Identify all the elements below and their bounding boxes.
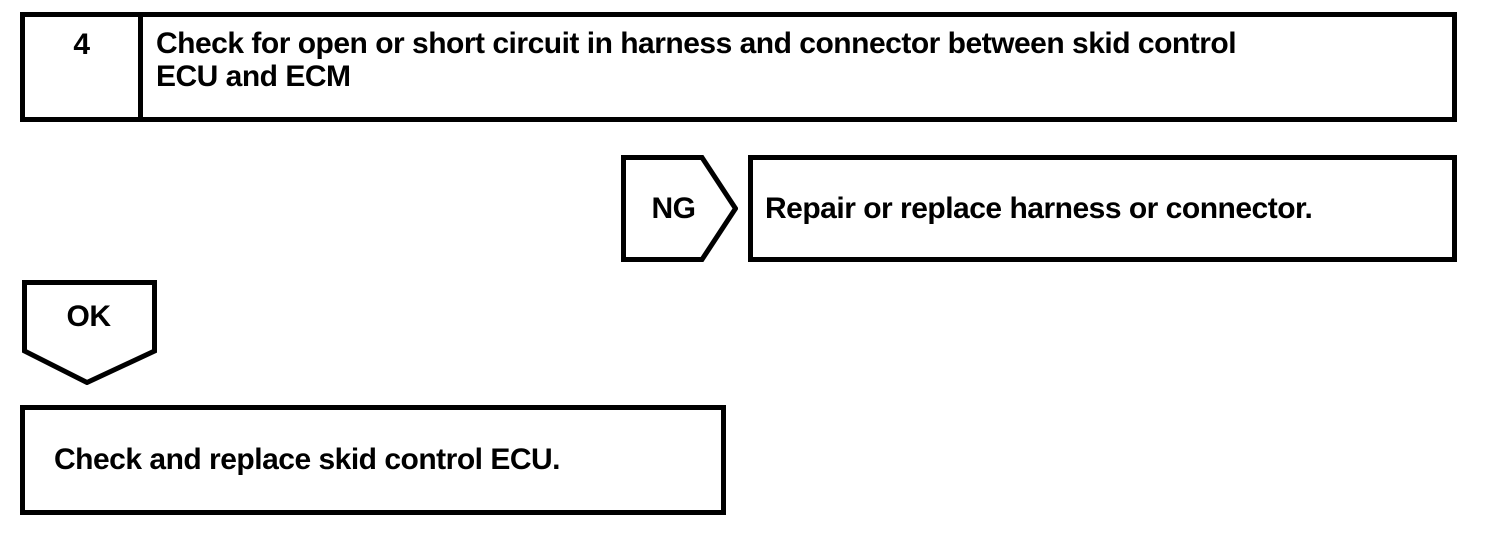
step-title-line-1: Check for open or short circuit in harne… xyxy=(156,27,1237,60)
step-title-line-2: ECU and ECM xyxy=(156,60,351,93)
step-header-box: 4 Check for open or short circuit in har… xyxy=(20,12,1457,122)
ng-result-box: Repair or replace harness or connector. xyxy=(748,155,1457,262)
ok-result-box: Check and replace skid control ECU. xyxy=(20,405,726,515)
ng-arrow-right-icon xyxy=(621,155,738,262)
ng-connector: NG xyxy=(621,155,738,262)
ng-result-text: Repair or replace harness or connector. xyxy=(765,191,1313,225)
ok-connector: OK xyxy=(22,280,157,385)
ok-label: OK xyxy=(66,299,112,333)
step-title: Check for open or short circuit in harne… xyxy=(143,17,1452,117)
ng-label: NG xyxy=(651,191,697,225)
step-number: 4 xyxy=(25,17,143,117)
ok-arrow-down-icon xyxy=(22,280,157,385)
ok-result-text: Check and replace skid control ECU. xyxy=(54,443,561,476)
